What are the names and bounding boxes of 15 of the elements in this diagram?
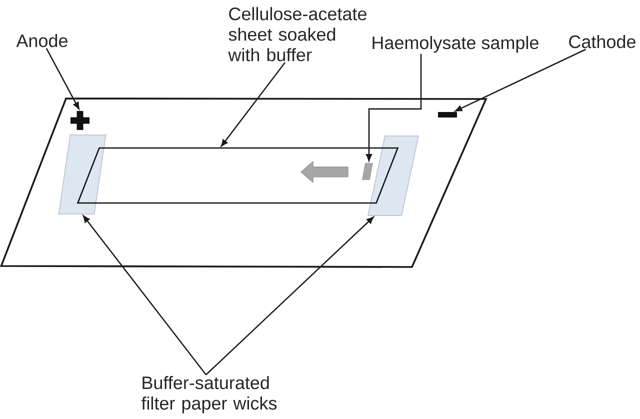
leader-arrow	[455, 48, 586, 112]
leader-arrow	[220, 62, 286, 147]
leader-arrow	[82, 215, 207, 376]
plus-sign	[70, 111, 90, 130]
callout-label: Haemolysate sample	[372, 36, 538, 53]
callout-label: Cathode	[569, 34, 636, 48]
leader-arrow	[366, 54, 422, 162]
sample-spot	[362, 163, 373, 180]
callout-label: Buffer-saturated filter paper wicks	[141, 376, 277, 414]
leader-arrow	[206, 216, 374, 376]
leader-arrow	[46, 48, 80, 110]
paper-wick	[58, 134, 106, 214]
callout-label: Cellulose-acetate sheet soaked with buffer	[228, 7, 366, 62]
minus-sign	[438, 112, 457, 118]
callout-label: Anode	[16, 34, 68, 48]
